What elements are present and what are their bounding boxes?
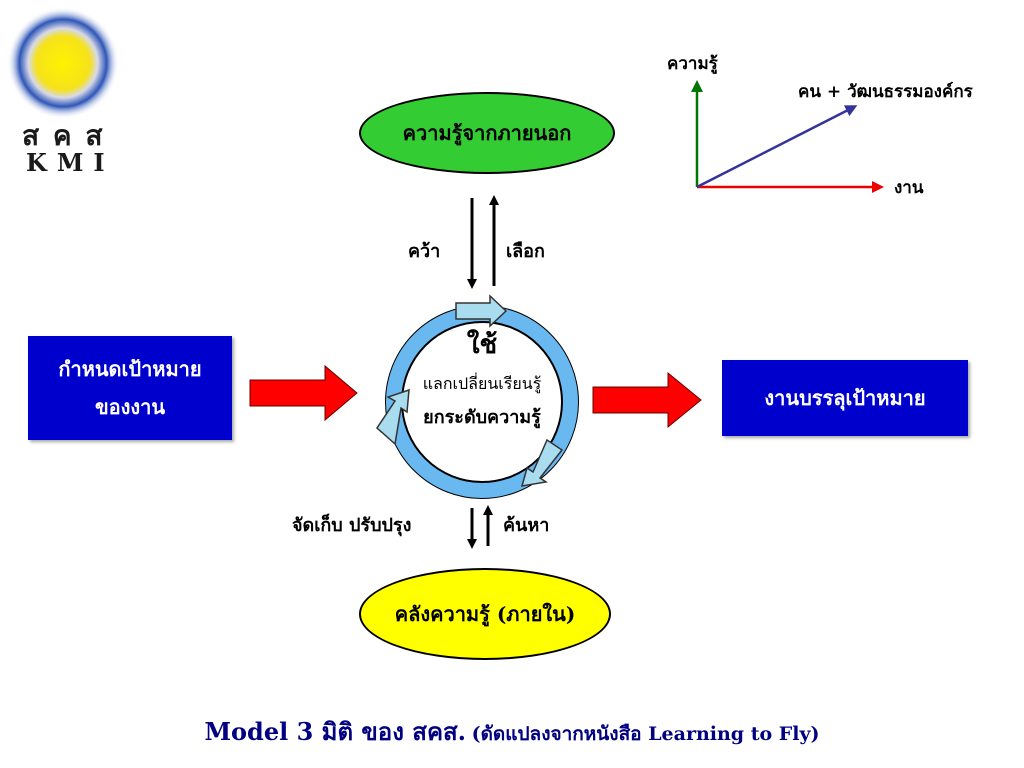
cycle-line-1: แลกเปลี่ยนเรียนรู้ bbox=[422, 374, 542, 393]
footer-main: Model 3 มิติ ของ สคส. bbox=[204, 717, 466, 746]
goal-to-cycle-arrow bbox=[249, 364, 358, 422]
diagonal-label: คน + วัฒนธรรมองค์กร bbox=[798, 82, 973, 102]
diagonal-axis bbox=[696, 105, 858, 189]
select-label: เลือก bbox=[506, 241, 545, 262]
cycle-to-achieve-arrow bbox=[592, 371, 702, 429]
cycle-arrow-top bbox=[455, 294, 508, 328]
logo-text-thai: ส ค ส bbox=[22, 119, 105, 152]
x-axis-label: งาน bbox=[894, 178, 924, 198]
search-label: ค้นหา bbox=[503, 515, 550, 536]
cycle-line-2: ยกระดับความรู้ bbox=[423, 407, 541, 428]
goal-box-line-2: ของงาน bbox=[94, 395, 166, 419]
goal-box: กำหนดเป้าหมาย ของงาน bbox=[28, 336, 232, 440]
goal-box-line-1: กำหนดเป้าหมาย bbox=[58, 357, 202, 381]
internal-knowledge-ellipse: คลังความรู้ (ภายใน) bbox=[359, 568, 611, 660]
achieve-box-label: งานบรรลุเป้าหมาย bbox=[764, 386, 926, 410]
internal-knowledge-label: คลังความรู้ (ภายใน) bbox=[394, 602, 576, 626]
logo-text-latin: KMI bbox=[26, 148, 115, 177]
y-axis-label: ความรู้ bbox=[667, 54, 718, 74]
cycle-arrow-left bbox=[376, 388, 410, 446]
logo: ส ค ส KMI bbox=[8, 8, 128, 177]
footer-caption: Model 3 มิติ ของ สคส. (ดัดแปลงจากหนังสือ… bbox=[0, 712, 1024, 751]
cycle-arrow-right bbox=[520, 438, 564, 487]
external-knowledge-ellipse: ความรู้จากภายนอก bbox=[359, 92, 615, 174]
achieve-box: งานบรรลุเป้าหมาย bbox=[722, 360, 968, 436]
store-label: จัดเก็บ ปรับปรุง bbox=[292, 515, 412, 536]
grab-label: คว้า bbox=[408, 241, 441, 262]
footer-sub: (ดัดแปลงจากหนังสือ Learning to Fly) bbox=[471, 723, 820, 745]
external-knowledge-label: ความรู้จากภายนอก bbox=[402, 121, 572, 145]
logo-sun-icon bbox=[8, 8, 119, 118]
cycle-title: ใช้ bbox=[466, 330, 498, 360]
